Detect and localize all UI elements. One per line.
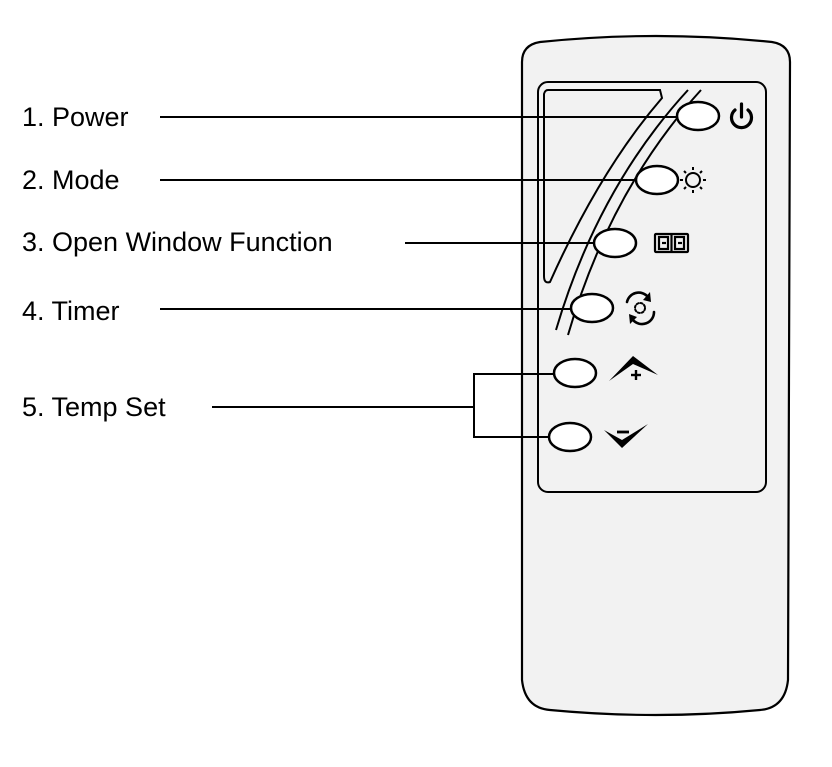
power-button[interactable] [675, 100, 721, 132]
temp-up-button[interactable] [552, 357, 598, 389]
timer-icon [625, 291, 656, 326]
temp-set-label: 5. Temp Set [22, 392, 166, 422]
power-label: 1. Power [22, 102, 129, 132]
panel-curve-inner [555, 89, 689, 331]
mode-button[interactable] [634, 164, 680, 196]
open-window-button[interactable] [592, 227, 638, 259]
open-window-icon [653, 232, 690, 254]
open-window-function-label: 3. Open Window Function [22, 227, 333, 257]
sun-icon [680, 167, 706, 193]
mode-label: 2. Mode [22, 165, 120, 195]
leader-bracket-temp-set [473, 373, 554, 438]
power-icon [729, 102, 754, 130]
timer-button[interactable] [569, 292, 615, 324]
temp-down-button[interactable] [547, 421, 593, 453]
display-window [543, 89, 664, 284]
temp-down-minus-icon [604, 424, 648, 448]
timer-label: 4. Timer [22, 296, 120, 326]
temp-up-plus-icon [609, 356, 658, 381]
